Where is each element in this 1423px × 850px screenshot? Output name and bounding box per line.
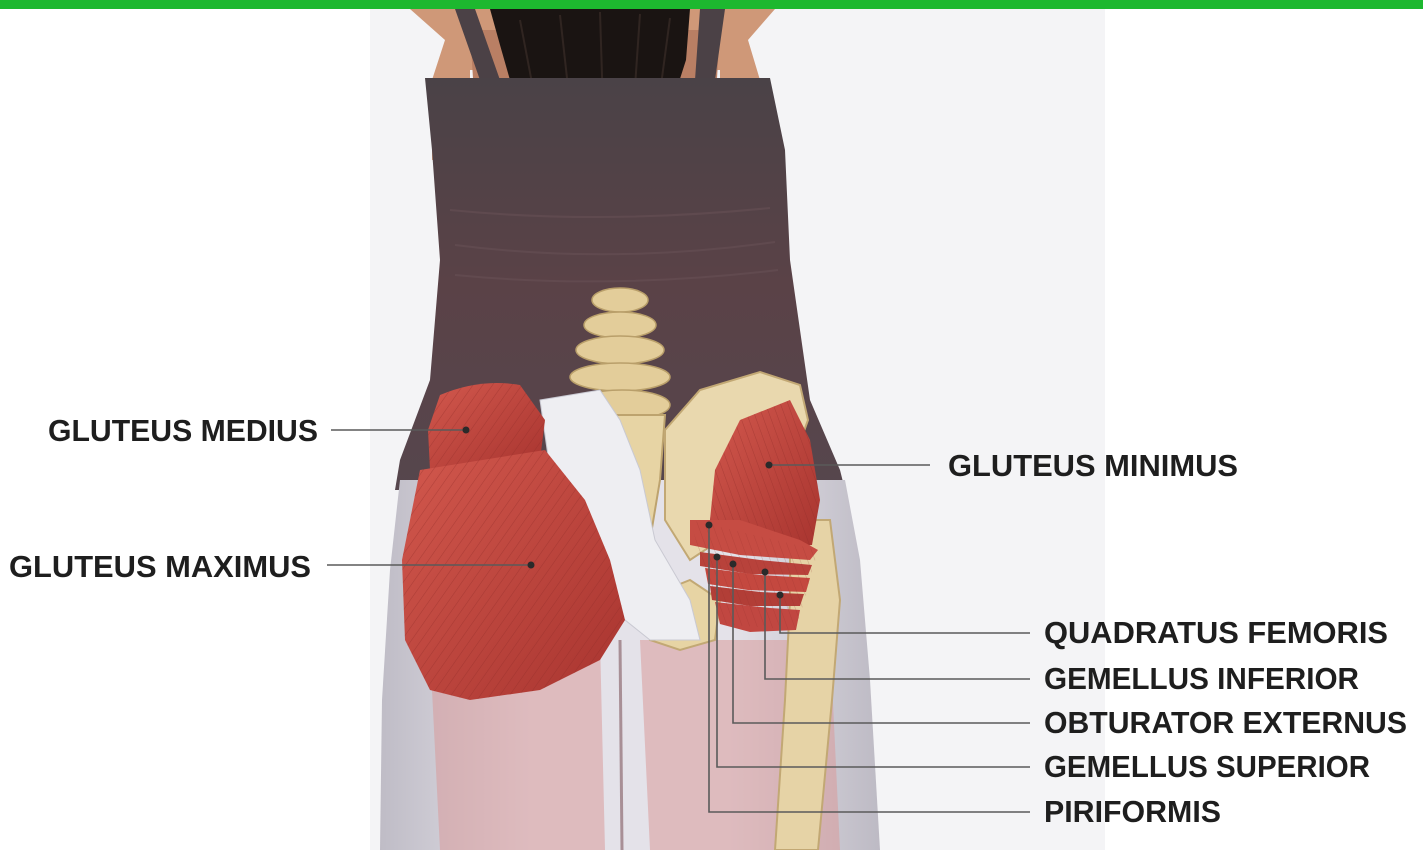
marker-obturator-externus — [730, 561, 737, 568]
marker-quadratus-femoris — [777, 592, 784, 599]
marker-gemellus-inferior — [762, 569, 769, 576]
label-obturator-externus: OBTURATOR EXTERNUS — [1044, 705, 1407, 740]
label-gemellus-inferior: GEMELLUS INFERIOR — [1044, 661, 1359, 696]
label-quadratus-femoris: QUADRATUS FEMORIS — [1044, 615, 1388, 650]
marker-piriformis — [706, 522, 713, 529]
marker-gemellus-superior — [714, 554, 721, 561]
label-gluteus-medius: GLUTEUS MEDIUS — [48, 413, 318, 448]
label-gluteus-minimus: GLUTEUS MINIMUS — [948, 448, 1238, 483]
marker-gluteus-minimus — [766, 462, 773, 469]
label-piriformis: PIRIFORMIS — [1044, 794, 1221, 829]
leg-separation — [620, 640, 622, 850]
marker-gluteus-maximus — [528, 562, 535, 569]
marker-gluteus-medius — [463, 427, 470, 434]
label-gluteus-maximus: GLUTEUS MAXIMUS — [9, 549, 311, 584]
label-gemellus-superior: GEMELLUS SUPERIOR — [1044, 749, 1370, 784]
